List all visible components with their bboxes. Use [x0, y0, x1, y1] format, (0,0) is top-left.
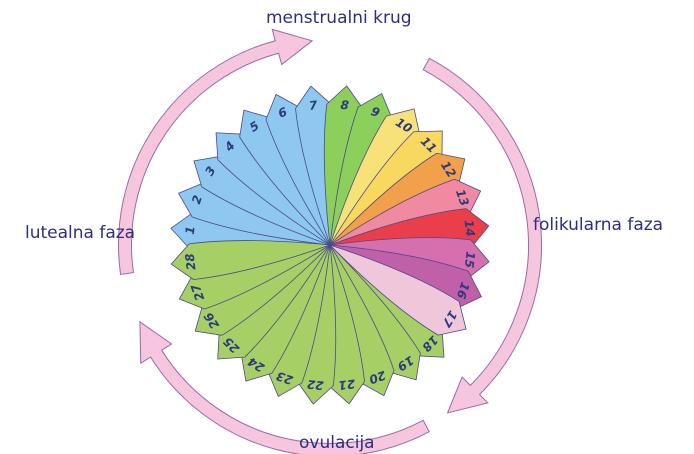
- follicular-phase-label: folikularna faza: [533, 215, 664, 235]
- day-number-15: 15: [462, 251, 478, 269]
- day-number-7: 7: [308, 98, 319, 113]
- day-number-1: 1: [183, 225, 198, 235]
- petal-day-28: [170, 240, 331, 280]
- arrow-luteal: [118, 28, 314, 275]
- day-number-27: 27: [188, 282, 207, 303]
- day-number-22: 22: [306, 377, 324, 393]
- petal-day-17: [329, 244, 467, 336]
- day-number-14: 14: [462, 219, 478, 237]
- diagram-title: menstrualni krug: [266, 8, 412, 28]
- day-number-8: 8: [340, 98, 350, 113]
- arrow-ovulation: [139, 320, 430, 454]
- arrow-follicular: [422, 57, 542, 414]
- day-number-28: 28: [183, 253, 199, 271]
- cycle-arrows: [118, 28, 542, 454]
- day-number-20: 20: [367, 368, 387, 387]
- ovulation-phase-label: ovulacija: [299, 433, 375, 453]
- day-number-16: 16: [454, 280, 473, 300]
- day-number-23: 23: [274, 369, 294, 388]
- day-number-13: 13: [453, 187, 472, 207]
- day-number-21: 21: [338, 377, 356, 393]
- luteal-phase-label: lutealna faza: [25, 223, 136, 243]
- day-petals: [170, 85, 490, 405]
